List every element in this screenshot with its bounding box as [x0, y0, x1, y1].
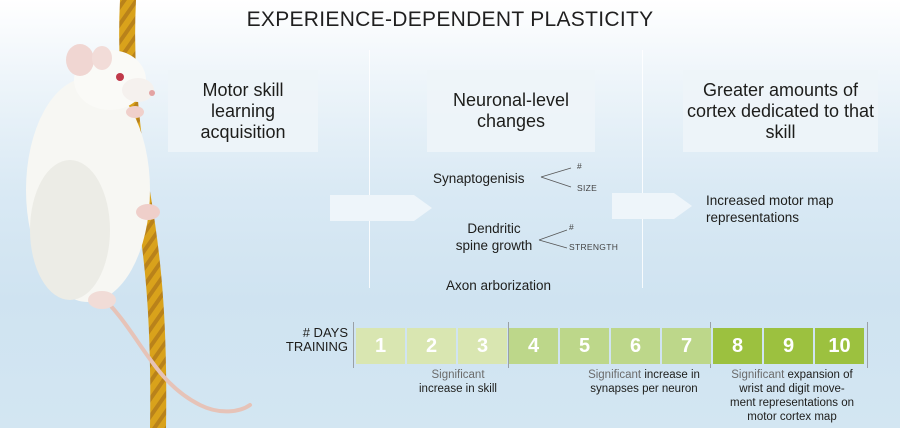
panel-neuronal-changes: Neuronal-level changes: [427, 70, 595, 152]
divider-line-1: [369, 50, 370, 288]
dendritic-line1: Dendritic: [467, 221, 521, 236]
day-cell-8: 8: [713, 328, 762, 364]
day-cell-10: 10: [815, 328, 864, 364]
synaptogenesis-size: SIZE: [577, 183, 598, 193]
note-skill: Significant increase in skill: [404, 368, 512, 396]
dendritic-line2: spine growth: [455, 238, 533, 253]
dendritic-strength: STRENGTH: [569, 242, 619, 252]
phase-frame-1: [353, 322, 509, 368]
panel-cortex-dedicated: Greater amounts of cortex dedicated to t…: [683, 70, 878, 152]
axon-arborization-label: Axon arborization: [446, 278, 552, 293]
right-arrow-icon: [612, 193, 692, 219]
days-label-line2: TRAINING: [285, 339, 348, 354]
note-expansion-line4: motor cortex map: [747, 411, 837, 423]
divider-line-2: [642, 50, 643, 288]
note-skill-rest: increase in skill: [419, 383, 497, 395]
branch-lines: [540, 167, 572, 188]
branch-lines: [538, 229, 568, 249]
rat-on-rope-illustration: [26, 0, 252, 428]
day-cell-2: 2: [407, 328, 456, 364]
dendritic-label: Dendritic spine growth: [448, 220, 540, 254]
day-cell-7: 7: [662, 328, 711, 364]
note-synapses: Significant increase in synapses per neu…: [578, 368, 710, 396]
note-expansion-line2: wrist and digit move-: [739, 383, 845, 395]
note-synapses-lead: Significant: [588, 369, 642, 381]
note-expansion: Significant expansion of wrist and digit…: [712, 368, 872, 424]
note-expansion-lead: Significant: [731, 369, 785, 381]
day-cell-5: 5: [560, 328, 609, 364]
note-skill-lead: Significant: [431, 369, 485, 381]
note-synapses-rest2: synapses per neuron: [590, 383, 698, 395]
day-cell-3: 3: [458, 328, 507, 364]
dendritic-count: #: [569, 222, 575, 232]
right-arrow-icon: [330, 195, 432, 221]
diagram-title: EXPERIENCE-DEPENDENT PLASTICITY: [246, 8, 654, 31]
note-expansion-line3: ment representations on: [729, 397, 855, 409]
day-cell-6: 6: [611, 328, 660, 364]
synaptogenesis-count: #: [577, 161, 583, 171]
days-training-label: # DAYS TRAINING: [268, 326, 348, 354]
day-cell-9: 9: [764, 328, 813, 364]
note-synapses-rest1: increase in: [641, 369, 700, 381]
day-cell-1: 1: [356, 328, 405, 364]
panel-motor-skill: Motor skill learning acquisition: [168, 70, 318, 152]
rat-illustration: [26, 44, 252, 414]
note-expansion-line1: expansion of: [784, 369, 853, 381]
days-label-line1: # DAYS: [302, 325, 348, 340]
synaptogenesis-label: Synaptogenisis: [433, 171, 525, 186]
day-cell-4: 4: [509, 328, 558, 364]
outcome-label: Increased motor map representations: [706, 193, 834, 225]
